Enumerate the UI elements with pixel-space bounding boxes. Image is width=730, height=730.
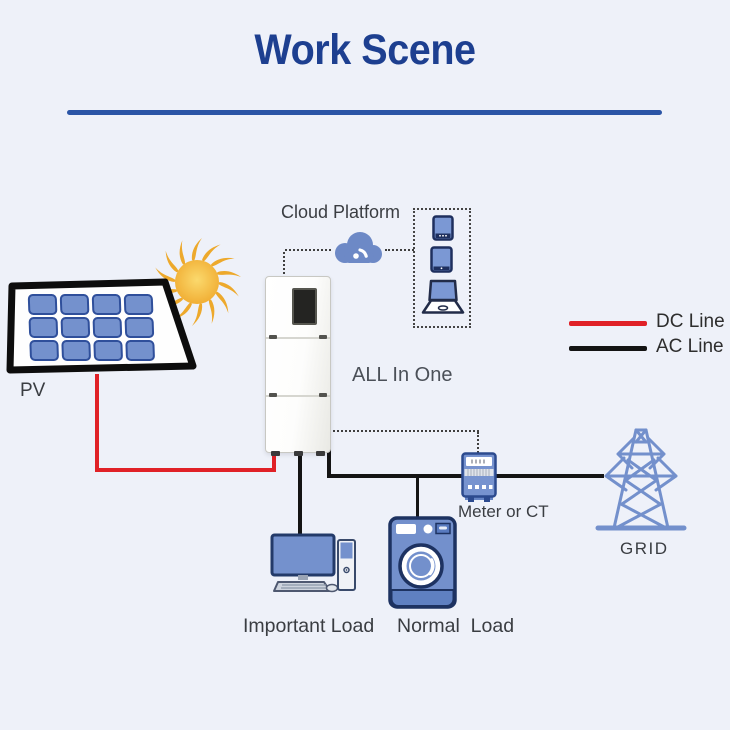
dotted-line-unit-to-meter [333,430,479,432]
title-underline [67,110,662,115]
unit-seam [266,337,330,339]
energy-storage-unit-icon [265,276,331,456]
important-load-label: Important Load [243,615,375,637]
energy-meter-icon [461,452,497,502]
unit-display-screen [292,288,317,325]
page-title: Work Scene [254,26,476,74]
cloud-platform-label: Cloud Platform [281,202,401,222]
laptop-icon [421,279,465,314]
cloud-wifi-icon [335,232,382,263]
unit-seam [266,395,330,397]
unit-clip [269,335,277,339]
dotted-line-down-to-meter [477,432,479,456]
sun-icon [152,238,242,326]
dotted-line-unit-to-cloud [285,249,331,251]
washing-machine-icon [388,516,457,609]
unit-clip [319,393,327,397]
transmission-tower-icon [595,428,687,531]
ac-line-to-computer [298,450,302,538]
legend-dc-swatch [569,321,647,326]
meter-label: Meter or CT [458,502,549,521]
unit-foot [316,451,325,456]
unit-foot [294,451,303,456]
dc-line-up-to-unit [272,448,276,472]
grid-label: GRID [620,539,669,558]
dc-line-pv-down [95,374,99,472]
pv-panel-icon [6,278,197,374]
unit-clip [319,335,327,339]
all-in-one-label: ALL In One [352,364,453,386]
legend-ac-swatch [569,346,647,351]
ac-line-unit-down [327,446,331,478]
unit-clip [269,393,277,397]
normal-load-label: Normal Load [397,615,515,637]
legend-dc-label: DC Line [656,311,725,332]
pv-label: PV [20,380,46,401]
desktop-computer-icon [270,533,356,593]
dotted-line-cloud-to-devices [385,249,414,251]
unit-foot [271,451,280,456]
ac-line-to-washer [416,478,419,519]
dc-line-horizontal [95,468,276,472]
smartphone-icon [432,215,454,241]
devices-dashed-box [413,208,471,328]
dotted-line-cloud-to-unit [283,252,285,278]
legend-ac-label: AC Line [656,336,724,357]
tablet-icon [430,246,453,273]
